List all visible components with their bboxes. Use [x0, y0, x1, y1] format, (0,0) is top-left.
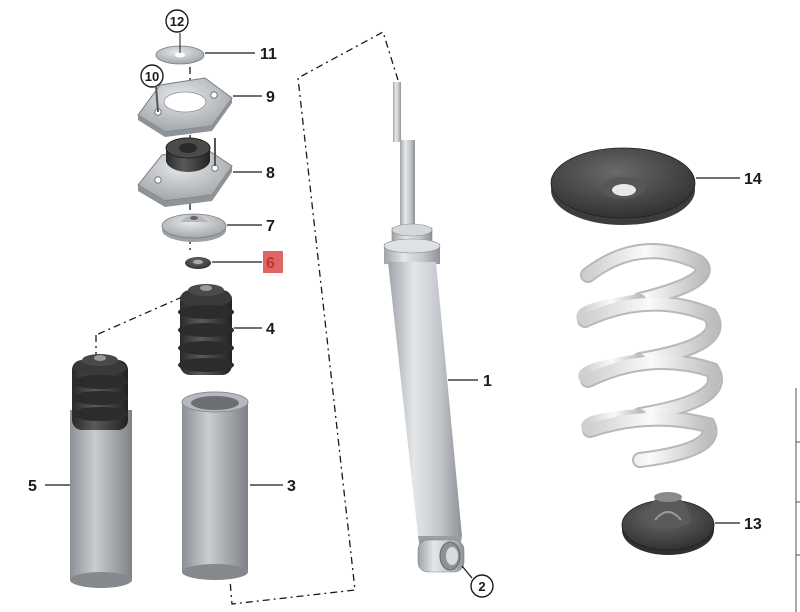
callout-12: 12 — [165, 9, 189, 33]
callout-10: 10 — [140, 64, 164, 88]
label-9: 9 — [266, 89, 275, 106]
label-10: 10 — [145, 69, 159, 84]
part-9-mounting-plate — [137, 77, 233, 137]
part-8-strut-mount — [137, 137, 233, 207]
label-6: 6 — [266, 255, 275, 272]
label-7: 7 — [266, 218, 275, 235]
part-14-spring-seat — [550, 147, 696, 225]
callout-2: 2 — [461, 565, 494, 598]
label-3: 3 — [287, 478, 296, 495]
part-4-bump-stop — [178, 284, 234, 375]
label-11: 11 — [260, 46, 277, 63]
part-6-small-washer — [185, 257, 211, 269]
highlight-6 — [263, 251, 283, 273]
label-14: 14 — [744, 171, 762, 188]
label-2: 2 — [478, 579, 485, 594]
label-5: 5 — [28, 478, 37, 495]
part-11-washer — [155, 33, 205, 65]
page-frame-edge — [795, 388, 800, 612]
label-12: 12 — [170, 14, 184, 29]
label-13: 13 — [744, 516, 762, 533]
part-3-protective-sleeve — [181, 391, 249, 580]
coil-spring — [576, 243, 723, 468]
label-1: 1 — [483, 373, 492, 390]
part-1-shock-absorber — [383, 82, 465, 573]
part-7-cap — [161, 213, 227, 242]
label-4: 4 — [266, 321, 275, 338]
part-13-lower-spring-seat — [621, 492, 715, 555]
part-5-bump-stop-sleeve — [70, 354, 132, 588]
label-8: 8 — [266, 165, 275, 182]
